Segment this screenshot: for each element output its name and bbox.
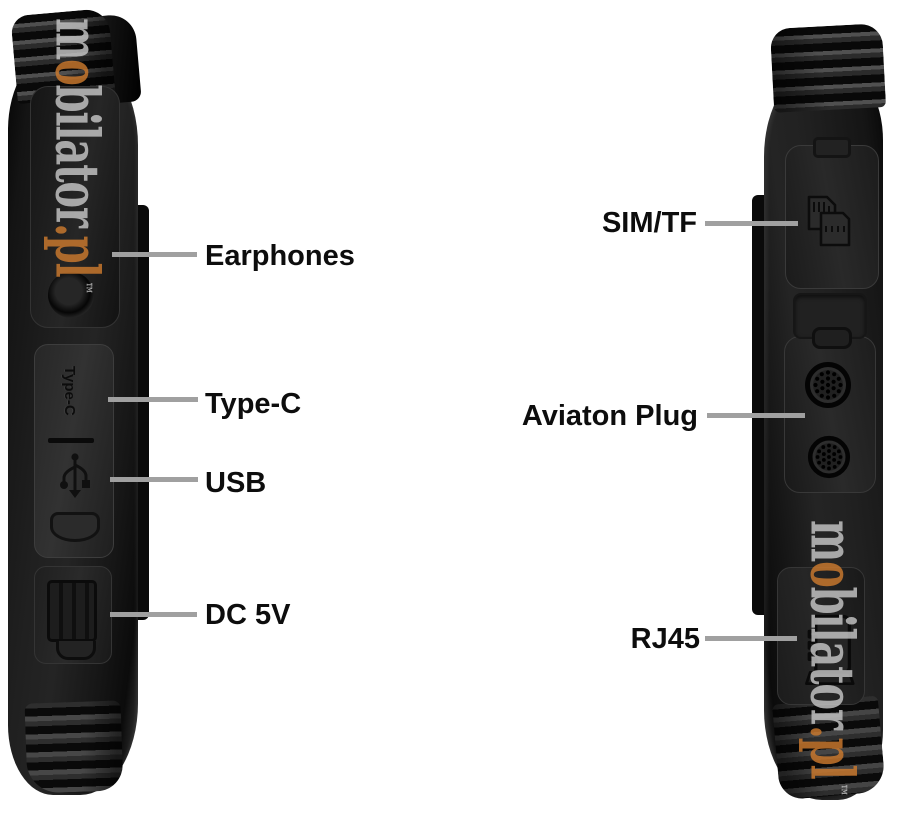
watermark-text: m bbox=[796, 520, 868, 562]
leader-line-simtf bbox=[705, 221, 798, 226]
port-label-typec: Type-C bbox=[205, 388, 302, 420]
watermark-mobilator-right: mobilator.pl ™ bbox=[797, 520, 872, 797]
leader-line-earphones bbox=[112, 252, 197, 257]
leader-line-typec bbox=[108, 397, 198, 402]
leader-line-aviaton-plug bbox=[707, 413, 805, 418]
usb-icon bbox=[52, 452, 98, 498]
watermark-text: m bbox=[41, 18, 113, 60]
port-label-aviaton-plug: Aviaton Plug bbox=[521, 400, 698, 432]
port-label-usb: USB bbox=[205, 467, 267, 499]
watermark-accent-letter: o bbox=[41, 59, 113, 85]
left-device-bottom-grip bbox=[24, 700, 124, 794]
typec-engraving: Type-C bbox=[61, 366, 78, 416]
aviation-door-latch bbox=[812, 327, 852, 349]
dc-door-latch bbox=[56, 641, 96, 660]
watermark-domain: .pl bbox=[41, 223, 113, 277]
leader-line-rj45 bbox=[705, 636, 797, 641]
door-latch bbox=[50, 512, 100, 542]
leader-line-dc5v bbox=[110, 612, 197, 617]
port-label-simtf: SIM/TF bbox=[601, 207, 697, 239]
watermark-text: bilator bbox=[796, 586, 868, 726]
dc-port-icon bbox=[47, 580, 97, 642]
port-label-rj45: RJ45 bbox=[630, 623, 700, 655]
watermark-mobilator-left: mobilator.pl ™ bbox=[42, 18, 117, 295]
sim-card-icon bbox=[801, 192, 857, 255]
port-divider-line bbox=[48, 438, 94, 443]
watermark-text: bilator bbox=[41, 84, 113, 224]
leader-line-usb bbox=[110, 477, 198, 482]
earphone-jack-icon bbox=[48, 272, 94, 318]
aviation-connector-icon bbox=[807, 435, 851, 484]
trademark-symbol: ™ bbox=[827, 783, 850, 797]
rj45-icon bbox=[799, 610, 855, 695]
port-label-dc5v: DC 5V bbox=[205, 599, 291, 631]
watermark-accent-letter: o bbox=[796, 561, 868, 587]
trademark-symbol: ™ bbox=[72, 281, 95, 295]
watermark-domain: .pl bbox=[796, 725, 868, 779]
aviation-connector-icon bbox=[804, 361, 852, 414]
right-device-top-grip bbox=[769, 23, 887, 113]
sim-door-latch bbox=[813, 137, 851, 158]
port-label-earphones: Earphones bbox=[205, 240, 355, 272]
